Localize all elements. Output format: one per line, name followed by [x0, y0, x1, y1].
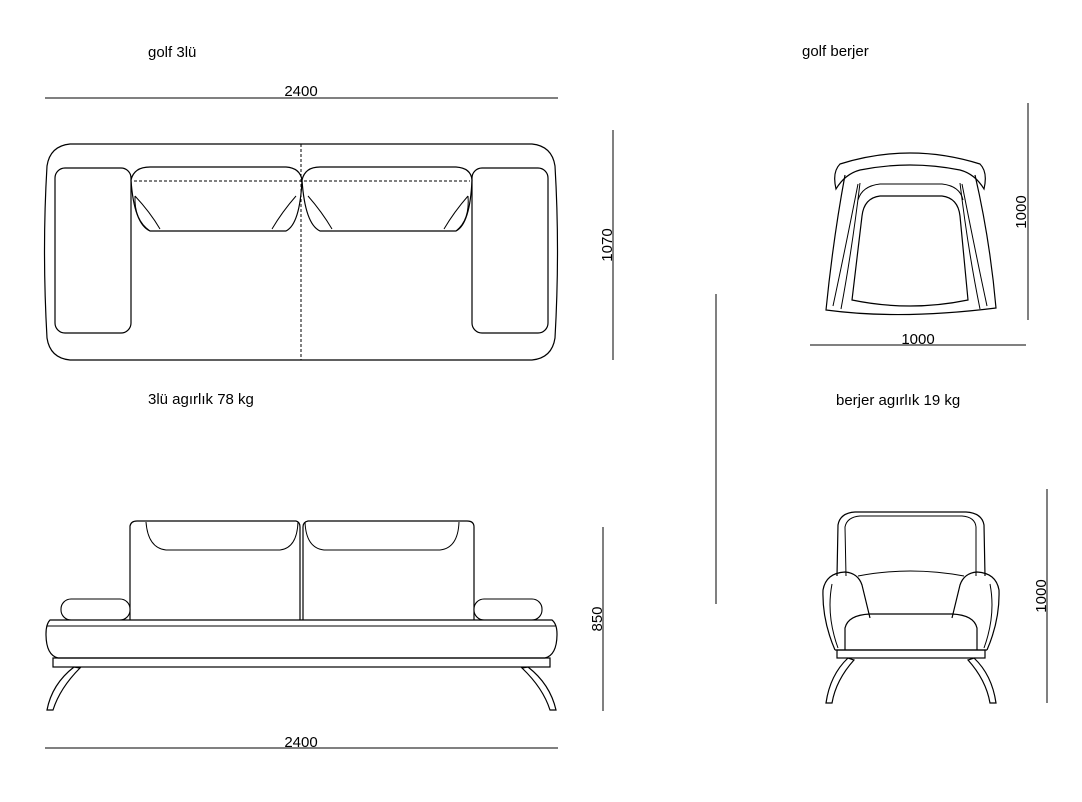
sofa-top-outline: [43, 143, 559, 361]
sofa-front-back-panel-left: [129, 520, 301, 620]
chair-top-left-arm-inner: [840, 182, 861, 310]
chair-name-label: golf berjer: [802, 43, 869, 60]
sofa-bottom-width-value: 2400: [284, 734, 317, 751]
sofa-name-label: golf 3lü: [148, 44, 196, 61]
chair-top-seat: [851, 195, 969, 307]
chair-top-left-arm: [832, 183, 859, 307]
chair-front-seat-cushion: [844, 613, 978, 650]
chair-front-back-curve: [857, 570, 965, 577]
sofa-front-headrest-left: [145, 521, 299, 551]
chair-front-left-arm: [822, 571, 871, 651]
chair-weight-label: berjer agırlık 19 kg: [836, 392, 960, 409]
chair-front-headrest-inner: [844, 515, 977, 577]
chair-top-height-value: 1000: [1013, 195, 1030, 228]
sofa-front-left-leg: [46, 666, 82, 711]
sofa-top-width-value: 2400: [284, 83, 317, 100]
chair-front-view: 1000: [822, 489, 1050, 704]
chair-front-left-arm-inner: [829, 583, 839, 649]
sofa-front-headrest-right: [304, 521, 460, 551]
sofa-top-back-cushion-right: [301, 166, 473, 232]
chair-front-plinth: [836, 649, 986, 659]
chair-front-right-arm: [951, 571, 1000, 651]
chair-top-view: 1000 1000: [810, 103, 1030, 348]
sofa-front-view: 850 2400: [45, 520, 606, 751]
chair-top-right-arm: [961, 183, 988, 307]
sofa-front-back-panel-right: [302, 520, 475, 620]
sofa-top-cushion-curve: [455, 195, 469, 232]
chair-front-right-leg: [966, 657, 997, 704]
chair-top-width-value: 1000: [901, 331, 934, 348]
sofa-front-left-arm-cushion: [60, 598, 131, 621]
sofa-front-right-leg: [520, 666, 557, 711]
chair-front-left-leg: [825, 657, 856, 704]
chair-front-height-value: 1000: [1033, 579, 1050, 612]
sofa-top-view: 2400 1070: [43, 83, 616, 361]
chair-top-seat-back: [857, 183, 964, 201]
chair-top-shell: [825, 174, 997, 316]
sofa-depth-value: 1070: [599, 228, 616, 261]
sofa-top-cushion-curve: [443, 195, 469, 230]
sofa-top-right-armrest: [471, 167, 549, 334]
sofa-front-right-arm-cushion: [473, 598, 543, 621]
sofa-front-plinth: [52, 657, 551, 668]
sofa-weight-label: 3lü agırlık 78 kg: [148, 391, 254, 408]
sofa-top-cushion-curve: [134, 195, 161, 230]
sofa-top-cushion-curve: [134, 195, 151, 232]
chair-top-backrest: [834, 152, 986, 191]
chair-front-right-arm-inner: [983, 583, 993, 649]
sofa-height-value: 850: [589, 606, 606, 631]
sofa-top-cushion-curve: [271, 195, 297, 230]
sofa-top-cushion-curve: [307, 195, 333, 230]
sofa-top-left-armrest: [54, 167, 132, 334]
chair-front-headrest: [836, 511, 986, 577]
chair-top-right-arm-inner: [959, 182, 981, 310]
